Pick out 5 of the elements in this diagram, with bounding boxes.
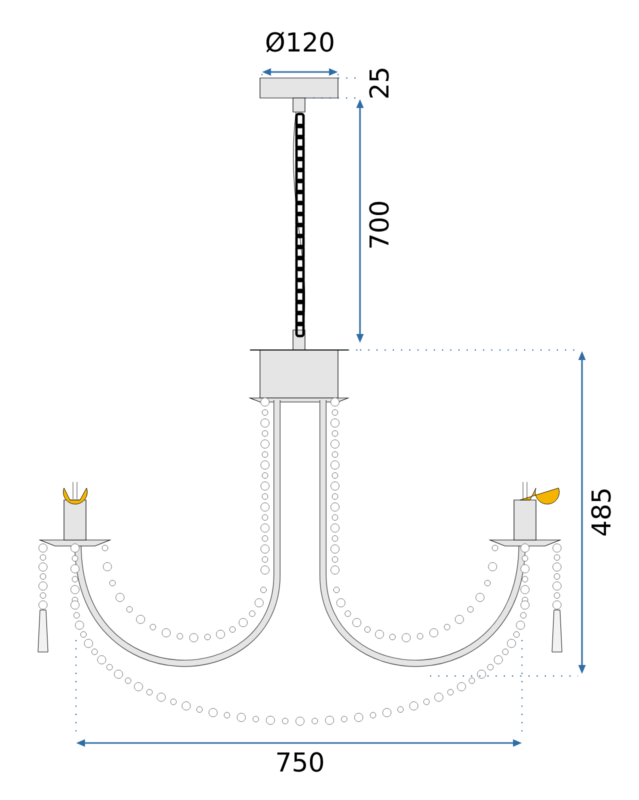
dimension-label: 700 [369,202,389,248]
dimension-label: 485 [591,489,611,536]
dimension-label: 25 [369,68,389,98]
dimension-label: 750 [277,752,324,772]
dimension-label: Ø120 [266,32,334,52]
